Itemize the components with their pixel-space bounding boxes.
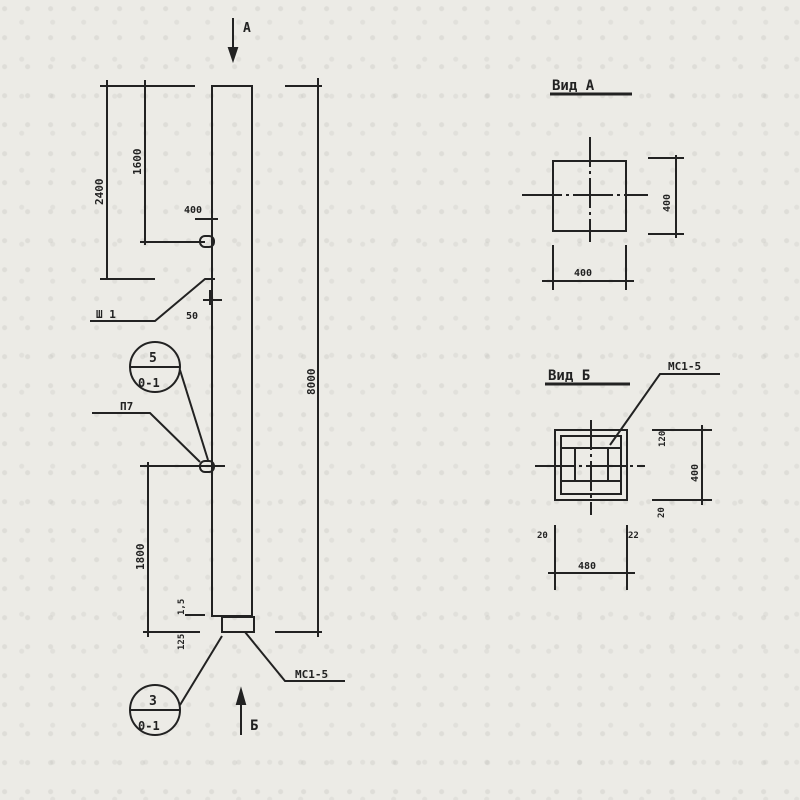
view-b-label: МС1-5 bbox=[668, 360, 701, 373]
dim-1600: 1600 bbox=[131, 149, 144, 176]
view-b bbox=[535, 373, 720, 590]
view-b-title: Вид Б bbox=[548, 368, 590, 384]
view-a-height: 400 bbox=[662, 194, 673, 212]
dim-1800: 1800 bbox=[134, 544, 147, 571]
label-sh1: Ш 1 bbox=[96, 308, 116, 321]
column-elevation bbox=[90, 18, 345, 736]
dim-1-5: 1,5 bbox=[177, 599, 187, 615]
label-p7: П7 bbox=[120, 400, 133, 413]
view-a-title: Вид А bbox=[552, 78, 595, 94]
section-b-label: Б bbox=[250, 718, 258, 734]
section-a-label: А bbox=[243, 21, 251, 36]
callout-5-bottom: 0-1 bbox=[138, 376, 160, 390]
dim-50: 50 bbox=[186, 311, 198, 322]
label-mc1-5: МС1-5 bbox=[295, 668, 328, 681]
view-b-height: 400 bbox=[690, 464, 701, 482]
callout-3-bottom: 0-1 bbox=[138, 719, 160, 733]
dim-400: 400 bbox=[184, 205, 202, 216]
view-a-width: 400 bbox=[574, 268, 592, 279]
dim-125: 125 bbox=[177, 634, 187, 650]
dim-8000: 8000 bbox=[305, 369, 318, 396]
view-b-top-offset: 120 bbox=[658, 431, 668, 447]
view-a bbox=[522, 92, 684, 290]
dim-2400: 2400 bbox=[93, 179, 106, 206]
view-b-left-offset: 20 bbox=[537, 531, 548, 541]
view-b-bottom-offset: 20 bbox=[657, 507, 667, 518]
view-b-right-offset: 22 bbox=[628, 531, 639, 541]
callout-3-top: 3 bbox=[149, 694, 157, 709]
view-b-width: 480 bbox=[578, 561, 596, 572]
callout-5-top: 5 bbox=[149, 351, 157, 366]
